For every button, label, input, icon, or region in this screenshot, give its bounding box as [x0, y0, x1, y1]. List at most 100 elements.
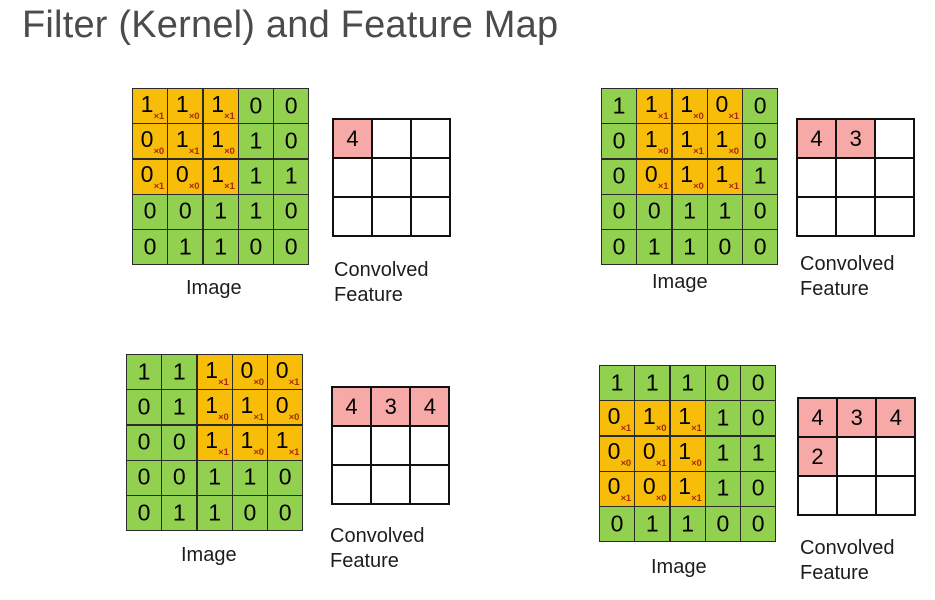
- image-cell: 1: [743, 159, 778, 194]
- image-cell: 0: [602, 124, 636, 159]
- image-cell-kernel: 1×1: [670, 401, 705, 436]
- feature-cell-empty: [412, 198, 450, 236]
- image-cell-value: 1: [716, 404, 730, 431]
- image-cell-value: 1: [680, 125, 693, 152]
- image-cell-value: 1: [678, 402, 691, 429]
- image-cell-kernel: 1×0: [232, 425, 267, 460]
- image-cell-value: 1: [715, 125, 729, 152]
- image-cell: 1: [203, 230, 238, 265]
- kernel-weight-label: ×0: [188, 110, 200, 122]
- image-cell-value: 0: [751, 369, 765, 395]
- image-cell-value: 1: [240, 391, 254, 418]
- image-cell-value: 0: [172, 463, 186, 490]
- feature-cell-empty: [411, 466, 449, 504]
- image-cell-value: 1: [172, 499, 186, 526]
- feature-cell-empty: [838, 438, 876, 476]
- image-cell: 0: [741, 366, 776, 400]
- image-cell-value: 1: [178, 233, 192, 260]
- feature-cell-filled: 3: [372, 388, 410, 425]
- image-cell: 1: [672, 230, 707, 265]
- kernel-weight-label: ×0: [620, 458, 632, 470]
- image-cell-value: 1: [249, 197, 263, 224]
- feature-cell-empty: [333, 427, 370, 465]
- image-cell: 0: [707, 230, 742, 265]
- image-cell-value: 0: [140, 125, 154, 152]
- image-cell: 1: [238, 194, 273, 229]
- image-cell-kernel: 0×1: [268, 355, 303, 389]
- image-cell-value: 1: [137, 358, 151, 384]
- image-cell: 1: [197, 496, 232, 531]
- image-cell-kernel: 1×0: [637, 124, 672, 159]
- image-cell: 0: [602, 230, 636, 265]
- kernel-weight-label: ×0: [253, 447, 264, 459]
- image-cell-kernel: 1×0: [672, 89, 707, 123]
- kernel-weight-label: ×1: [218, 376, 229, 388]
- kernel-weight-label: ×0: [655, 422, 667, 434]
- image-cell: 0: [741, 471, 776, 506]
- image-cell-value: 1: [642, 402, 656, 429]
- image-cell-kernel: 1×1: [268, 425, 303, 460]
- image-cell-value: 1: [243, 463, 257, 490]
- image-cell-value: 0: [751, 510, 765, 537]
- image-cell-value: 1: [678, 438, 691, 465]
- image-cell-kernel: 1×1: [133, 89, 167, 123]
- image-cell-value: 0: [753, 127, 767, 154]
- kernel-weight-label: ×1: [218, 447, 229, 459]
- image-cell: 1: [705, 401, 740, 436]
- image-cell-value: 0: [137, 499, 151, 526]
- image-cell-kernel: 1×1: [197, 355, 232, 389]
- image-cell-value: 1: [680, 161, 693, 188]
- feature-cell-empty: [373, 198, 411, 236]
- feature-cell-empty: [372, 427, 410, 465]
- image-cell-value: 1: [644, 90, 658, 117]
- feature-cell-empty: [411, 427, 449, 465]
- image-cell: 0: [127, 390, 161, 425]
- feature-cell-empty: [373, 120, 411, 157]
- image-cell-value: 0: [275, 391, 289, 418]
- image-cell-value: 0: [753, 197, 767, 224]
- image-cell-value: 1: [240, 427, 254, 454]
- image-cell-value: 1: [715, 161, 729, 188]
- image-cell-value: 1: [140, 90, 154, 117]
- kernel-weight-label: ×0: [691, 458, 702, 470]
- image-cell-value: 0: [275, 356, 289, 383]
- image-cell-value: 0: [284, 92, 298, 118]
- image-cell-kernel: 0×0: [268, 390, 303, 425]
- image-cell: 1: [162, 390, 197, 425]
- image-cell: 0: [274, 89, 309, 123]
- kernel-weight-label: ×0: [218, 411, 229, 423]
- kernel-weight-label: ×1: [288, 447, 300, 459]
- image-cell: 0: [743, 230, 778, 265]
- image-caption: Image: [651, 556, 707, 578]
- image-cell: 1: [274, 159, 309, 194]
- image-cell-kernel: 1×0: [197, 390, 232, 425]
- feature-cell-filled: 4: [799, 399, 836, 436]
- kernel-weight-label: ×1: [153, 110, 165, 122]
- kernel-weight-label: ×0: [224, 145, 235, 157]
- image-cell-value: 0: [644, 161, 658, 188]
- image-cell-kernel: 0×0: [600, 436, 634, 471]
- image-cell-value: 1: [275, 427, 289, 454]
- image-cell: 0: [743, 89, 778, 123]
- kernel-weight-label: ×0: [288, 411, 300, 423]
- image-cell-value: 1: [172, 358, 186, 384]
- image-cell: 0: [162, 425, 197, 460]
- image-cell-kernel: 1×0: [670, 436, 705, 471]
- image-cell: 0: [602, 159, 636, 194]
- image-cell: 0: [238, 89, 273, 123]
- image-cell: 1: [670, 366, 705, 400]
- image-cell-kernel: 1×1: [203, 159, 238, 194]
- image-cell-value: 1: [610, 369, 624, 395]
- image-cell: 1: [197, 460, 232, 495]
- image-cell: 0: [127, 496, 161, 531]
- image-cell: 0: [274, 124, 309, 159]
- image-cell: 0: [238, 230, 273, 265]
- feature-cell-empty: [798, 159, 835, 197]
- image-cell-value: 0: [610, 510, 624, 537]
- feature-cell-empty: [334, 159, 371, 197]
- feature-cell-empty: [876, 198, 914, 236]
